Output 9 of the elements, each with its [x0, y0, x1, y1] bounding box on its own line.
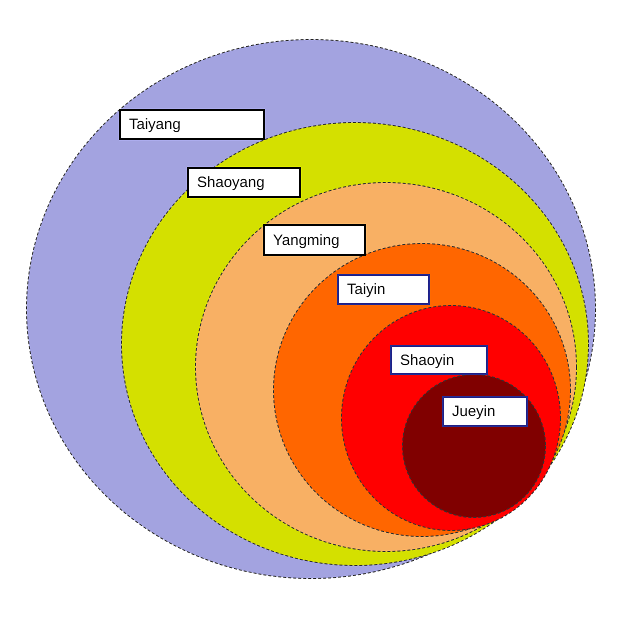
nested-circle [341, 305, 561, 531]
circle-label: Yangming [263, 224, 366, 256]
circle-label: Shaoyang [187, 167, 301, 198]
nested-circle [402, 374, 546, 518]
circle-label: Taiyin [337, 274, 430, 305]
circle-label: Taiyang [119, 109, 265, 140]
circle-label: Jueyin [442, 396, 528, 427]
circle-label: Shaoyin [390, 345, 488, 375]
nested-circle [26, 39, 596, 579]
